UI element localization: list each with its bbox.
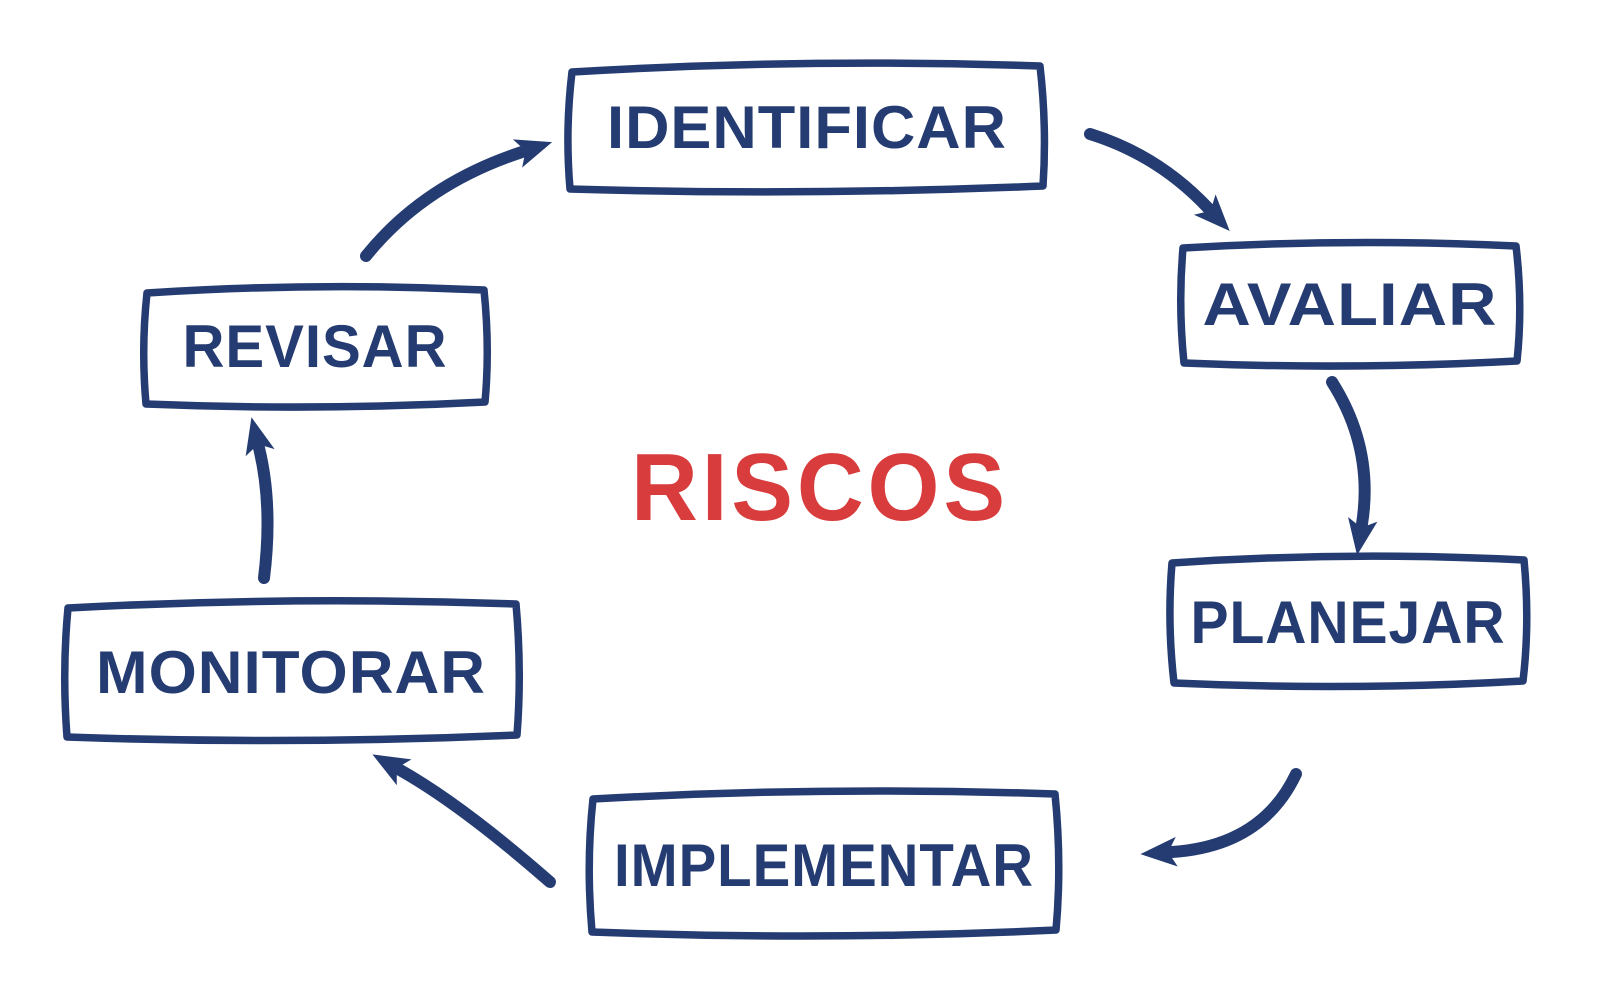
planejar-box-outline [1166, 552, 1531, 691]
identificar-box-outline [564, 59, 1049, 196]
stage-label-identificar: IDENTIFICAR [607, 94, 1007, 161]
arrow-monitorar-to-revisar [245, 417, 275, 584]
stage-box-avaliar: AVALIAR [1176, 238, 1524, 370]
center-title: RISCOS [631, 434, 1009, 541]
stage-box-planejar: PLANEJAR [1166, 552, 1531, 691]
stage-label-planejar: PLANEJAR [1191, 589, 1506, 656]
arrow-planejar-to-implementar [1140, 768, 1302, 867]
revisar-box-outline [139, 282, 492, 411]
arrow-implementar-to-monitorar [372, 754, 556, 888]
stage-label-implementar: IMPLEMENTAR [614, 832, 1034, 899]
arrow-identificar-to-avaliar [1084, 128, 1230, 232]
stage-label-revisar: REVISAR [183, 313, 448, 380]
monitorar-box-outline [60, 597, 524, 745]
stage-label-monitorar: MONITORAR [96, 639, 486, 706]
stage-box-implementar: IMPLEMENTAR [585, 787, 1063, 940]
arrow-revisar-to-identificar [360, 139, 553, 262]
implementar-box-outline [585, 787, 1063, 940]
stage-box-monitorar: MONITORAR [60, 597, 524, 745]
stage-box-revisar: REVISAR [139, 282, 492, 411]
stage-box-identificar: IDENTIFICAR [564, 59, 1049, 196]
avaliar-box-outline [1176, 238, 1524, 370]
stage-label-avaliar: AVALIAR [1203, 271, 1498, 338]
arrow-avaliar-to-planejar [1326, 376, 1378, 556]
